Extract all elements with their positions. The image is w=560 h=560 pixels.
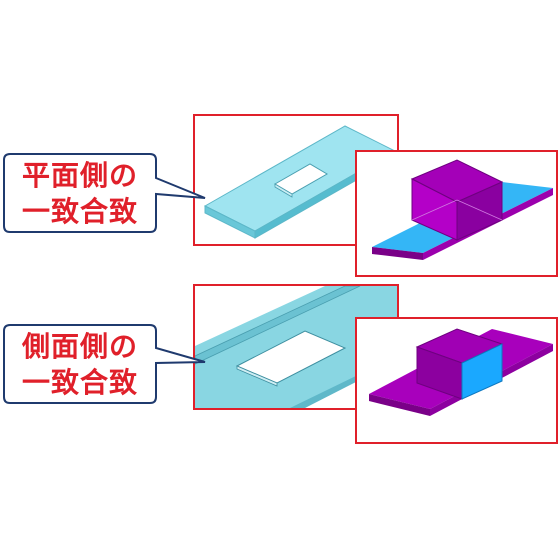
callout-bubble-1: [3, 153, 206, 233]
panel-top-right-assembly: [355, 150, 558, 277]
callout-2-line2: 一致合致: [21, 366, 138, 399]
assembly-top-svg: [372, 159, 553, 260]
callout-1-line1: 平面側の: [21, 159, 138, 192]
panel-bottom-right-assembly: [355, 317, 558, 444]
callout-1-text: 平面側の 一致合致: [5, 158, 155, 230]
assembly-side-svg: [369, 328, 553, 416]
callout-1-line2: 一致合致: [21, 195, 138, 228]
callout-2-text: 側面側の 一致合致: [5, 329, 155, 401]
callout-bubble-2: [3, 324, 206, 404]
callout-2-line1: 側面側の: [21, 330, 138, 363]
